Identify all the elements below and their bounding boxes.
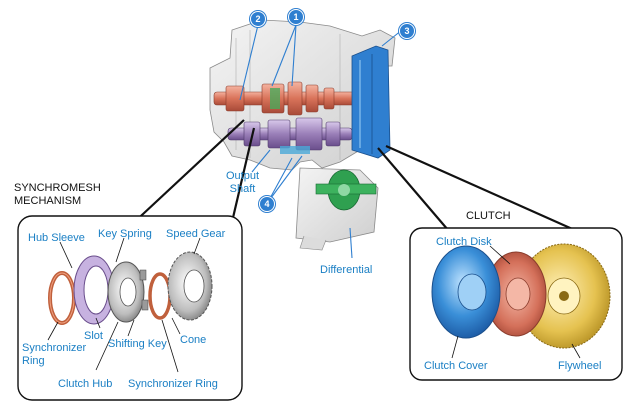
clutch-cover-label: Clutch Cover	[424, 360, 488, 372]
clutch-heading: CLUTCH	[466, 210, 511, 222]
callout-leaders	[239, 24, 403, 259]
output-shaft-label: Output Shaft	[226, 170, 260, 195]
callout-1: 1	[288, 9, 304, 25]
key-spring-label: Key Spring	[98, 228, 152, 240]
differential-part	[315, 169, 377, 211]
callout-3: 3	[399, 23, 415, 39]
output-shaft-part	[227, 117, 353, 154]
synchronizer-ring-right-label: Synchronizer Ring	[128, 378, 218, 390]
flywheel-label: Flywheel	[558, 360, 602, 372]
differential-label: Differential	[320, 264, 373, 276]
hub-sleeve-label: Hub Sleeve	[28, 232, 85, 244]
clutch-disk-label: Clutch Disk	[436, 236, 492, 248]
callout-4: 4	[259, 196, 275, 212]
clutch-panel	[409, 227, 623, 381]
synchromesh-heading: SYNCHROMESH MECHANISM	[14, 182, 101, 207]
shifting-key-label: Shifting Key	[108, 338, 167, 350]
speed-gear-label: Speed Gear	[166, 228, 226, 240]
clutch-hub-label: Clutch Hub	[58, 378, 113, 390]
synchronizer-ring-left-label: Synchronizer Ring	[22, 342, 87, 367]
input-shaft	[213, 81, 381, 116]
synchromesh-panel	[17, 215, 243, 401]
slot-label: Slot	[84, 330, 103, 342]
clutch-housing	[351, 45, 391, 159]
cone-label: Cone	[180, 334, 207, 346]
callout-2: 2	[250, 11, 266, 27]
